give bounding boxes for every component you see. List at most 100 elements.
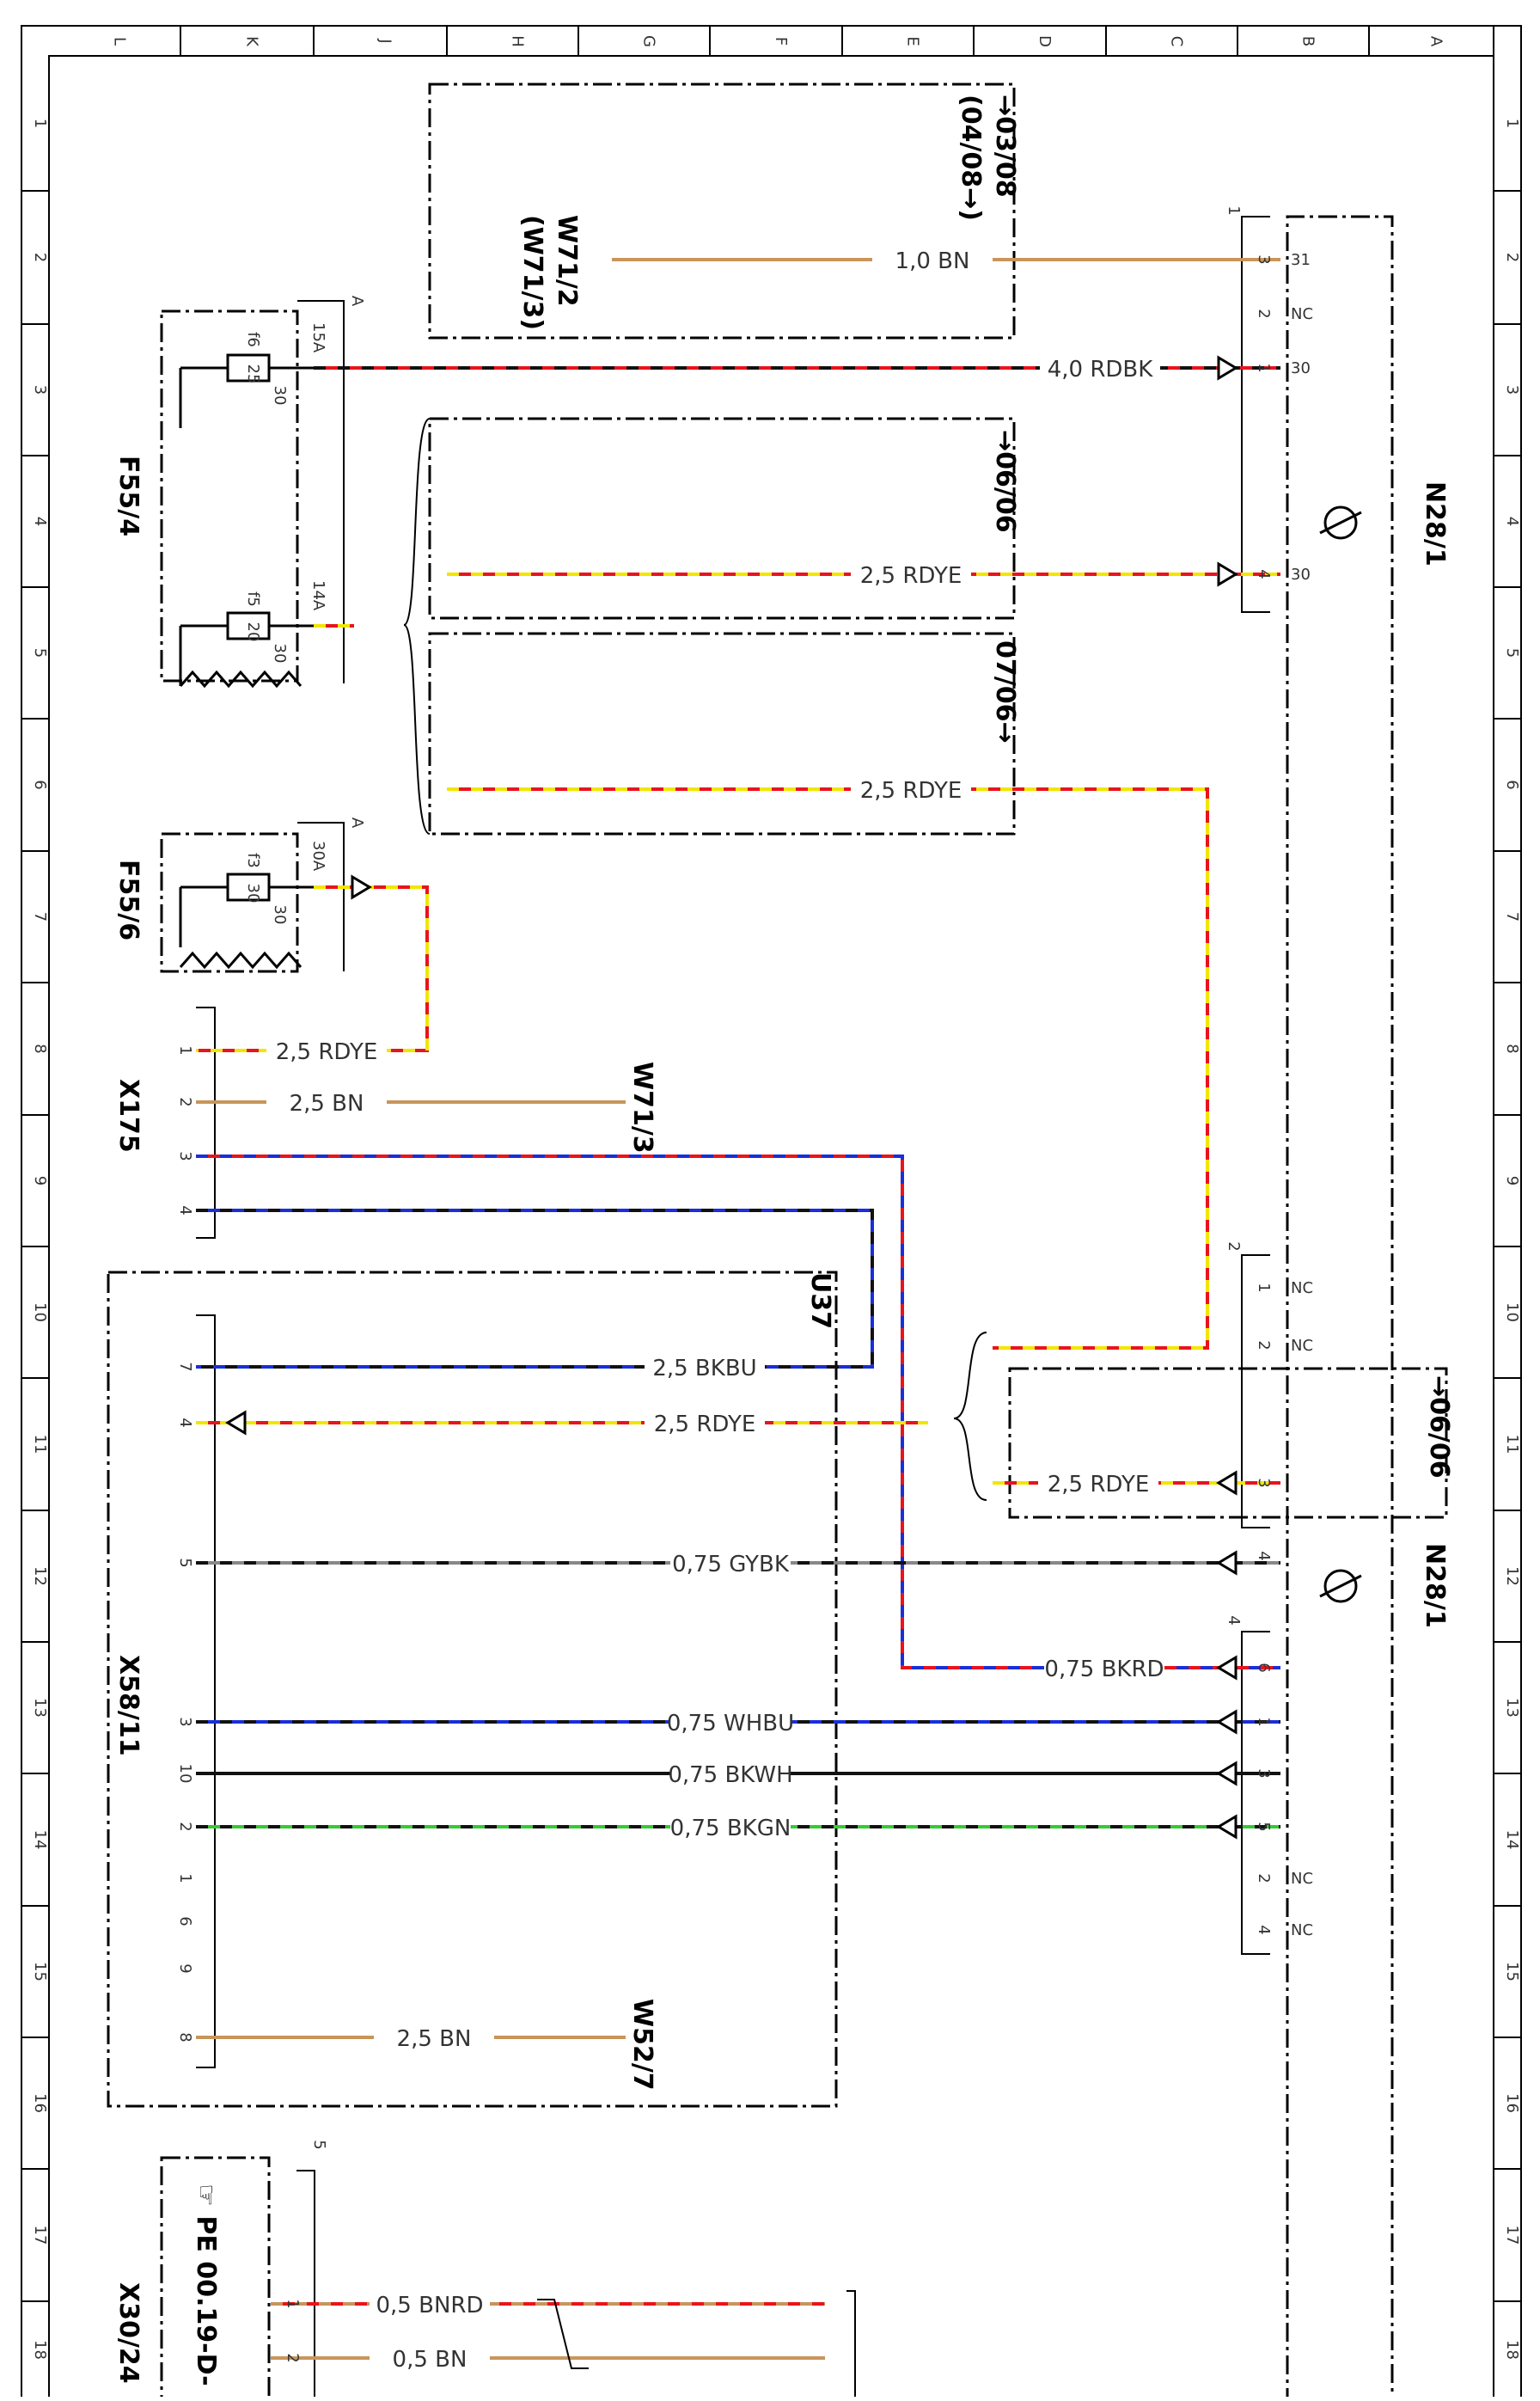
column-header: C — [1168, 36, 1186, 47]
twist-mark — [537, 2299, 589, 2369]
wire-label-w7: 2,5 BKBU — [652, 1356, 756, 1381]
wire-2-5-bkbu — [196, 1209, 874, 1369]
fuse-box-a2: A — [348, 818, 366, 829]
variant-label-0606: →06/06 — [990, 430, 1020, 533]
x58-11-pin: 5 — [176, 1558, 194, 1567]
component-x175: X175 — [113, 1079, 144, 1153]
n28-c1-term: 30 — [1291, 566, 1311, 584]
wire-label-bg — [370, 2294, 490, 2319]
row-header-right: 5 — [1503, 648, 1521, 658]
row-header-left: 1 — [31, 119, 49, 128]
sensor-icon-stroke — [1319, 1574, 1362, 1598]
wire-label-w13: 0,75 BKWH — [668, 1762, 792, 1788]
wire-label-bg — [670, 1816, 791, 1842]
wire-label-w11: 0,75 BKRD — [1044, 1657, 1164, 1682]
fuse-box-f55-4 — [160, 309, 299, 683]
n28-c2-term: NC — [1291, 1337, 1313, 1355]
zigzag-mark — [179, 951, 302, 970]
column-header: B — [1299, 36, 1317, 46]
wire-label-bg — [851, 564, 971, 590]
wire-label-bg — [670, 1763, 791, 1789]
x58-11-pin: 1 — [176, 1873, 194, 1883]
column-header: A — [1427, 36, 1445, 47]
row-header-right: 14 — [1503, 1830, 1521, 1850]
x58-11-pin: 10 — [176, 1764, 194, 1784]
row-header-right: 9 — [1503, 1176, 1521, 1185]
row-header-right: 12 — [1503, 1566, 1521, 1586]
wire-label-bg — [670, 1712, 791, 1737]
wire-label-w15: 2,5 BN — [397, 2026, 472, 2052]
fuse-f6-name: f6 — [244, 332, 262, 347]
n28-c1-pin: 1 — [1255, 363, 1273, 372]
row-header-right: 1 — [1503, 119, 1521, 128]
reference-pe: ☞ PE 00.19-D- — [191, 2184, 221, 2386]
row-header-left: 6 — [31, 780, 49, 789]
fuse-f3-value: 30 — [244, 884, 262, 903]
n28-connector-2 — [1241, 1254, 1270, 1528]
n28-c2-pin: 4 — [1255, 1551, 1273, 1560]
wire-label-bg — [370, 2348, 490, 2373]
row-header-left: 4 — [31, 517, 49, 526]
fuse-box-a1: A — [348, 296, 366, 307]
n28-c1-term: NC — [1291, 305, 1313, 323]
row-header-right: 7 — [1503, 912, 1521, 922]
row-header-right: 11 — [1503, 1435, 1521, 1455]
n28-c4-pin: 1 — [1255, 1717, 1273, 1726]
inner-frame — [48, 55, 1494, 2399]
component-w71-2: W71/2 — [552, 215, 582, 307]
sensor-icon — [1323, 505, 1358, 540]
fuse-f3-name: f3 — [244, 853, 262, 868]
wire-2-5-bkbu-stripe — [196, 1209, 874, 1369]
column-header: L — [111, 37, 129, 46]
n28-c1-term: 30 — [1291, 359, 1311, 377]
arrow-triangle — [1216, 1814, 1238, 1840]
wire-label-bg — [1044, 1657, 1164, 1683]
wire-2-5-rdye-b-base — [447, 787, 1209, 1350]
wire-label-w10: 0,75 GYBK — [672, 1552, 790, 1577]
x58-11-pin: 9 — [176, 1963, 194, 1973]
wire-2-5-rdye-x175-stripe — [196, 885, 429, 1052]
connector-id: 2 — [1225, 1241, 1243, 1251]
row-header-left: 7 — [31, 912, 49, 922]
n28-c4-term: NC — [1291, 1921, 1313, 1939]
wire-label-w8: 2,5 RDYE — [654, 1412, 756, 1437]
wire-label-bg — [851, 779, 971, 805]
fuse-f5-value: 20 — [244, 622, 262, 642]
n28-1-body — [1286, 215, 1394, 2401]
connector-id: 4 — [1225, 1615, 1243, 1625]
row-header-left: 17 — [31, 2226, 49, 2245]
row-header-left: 2 — [31, 253, 49, 262]
column-header: H — [509, 35, 527, 47]
n28-c2-pin: 2 — [1255, 1340, 1273, 1350]
fuse-f5-top: 14A — [309, 580, 327, 611]
row-header-right: 6 — [1503, 780, 1521, 789]
fuse-bracket-a1 — [297, 300, 345, 683]
x30-24-pin: 2 — [284, 2353, 302, 2362]
x175-pin: 1 — [176, 1045, 194, 1055]
sensor-icon-stroke — [1319, 511, 1362, 535]
row-header-right: 4 — [1503, 517, 1521, 526]
row-header-right: 18 — [1503, 2340, 1521, 2360]
wire-label-bg — [1040, 358, 1160, 383]
variant-box-0606-lower — [1008, 1367, 1448, 1519]
fuse-f5-name: f5 — [244, 591, 262, 607]
wire-label-w5: 2,5 RDYE — [276, 1039, 378, 1065]
fuse-f6-top: 15A — [309, 322, 327, 353]
component-u37: U37 — [805, 1272, 835, 1329]
wires — [196, 258, 1280, 2360]
column-header: D — [1036, 35, 1054, 47]
fuse-f6-pin: 30 — [271, 386, 289, 406]
row-header-right: 15 — [1503, 1962, 1521, 1981]
fuse-f5-pin: 30 — [271, 644, 289, 664]
row-header-left: 8 — [31, 1044, 49, 1053]
component-n28-1-bottom: N28/1 — [1420, 1543, 1450, 1628]
row-header-left: 12 — [31, 1566, 49, 1586]
n28-c4-pin: 6 — [1255, 1663, 1273, 1672]
row-header-left: 18 — [31, 2340, 49, 2360]
wire-label-w17: 0,5 BN — [393, 2347, 468, 2373]
x175-pin: 2 — [176, 1097, 194, 1106]
x58-11-pin: 4 — [176, 1418, 194, 1427]
